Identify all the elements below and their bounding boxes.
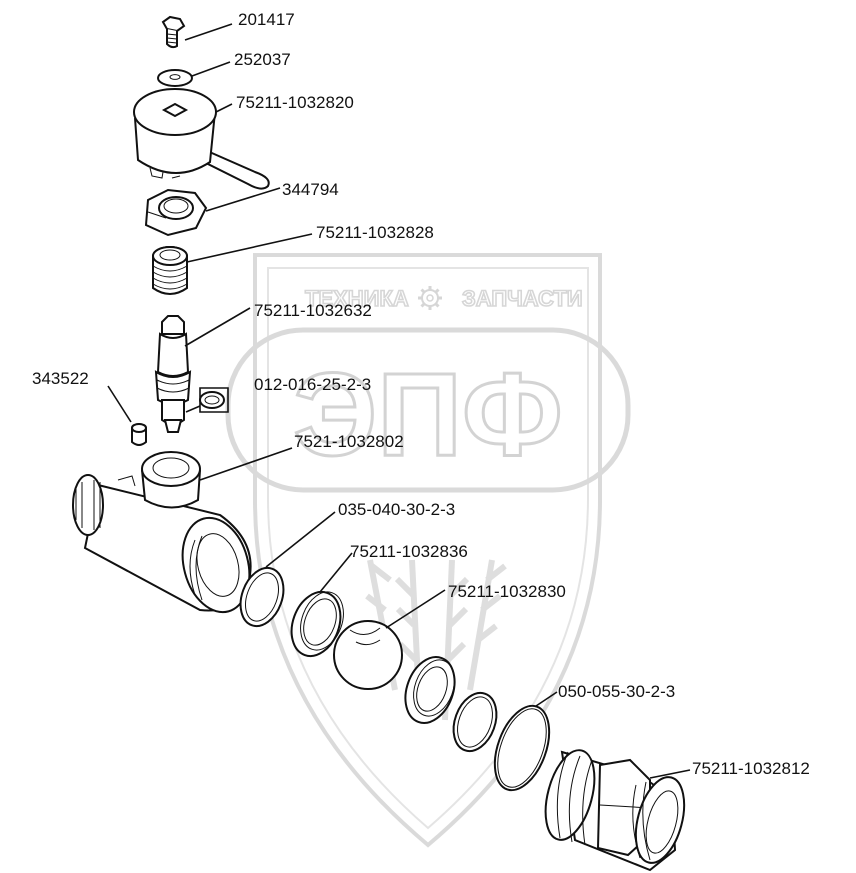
watermark-brand-left: ТЕХНИКА <box>305 286 409 311</box>
label-050-055-30-2-3: 050-055-30-2-3 <box>558 682 675 701</box>
label-343522: 343522 <box>32 369 89 388</box>
watermark: ТЕХНИКА ЗАПЧАСТИ ЭПФ <box>225 253 631 848</box>
oring-012-016-25-2-3 <box>185 387 229 413</box>
part-labels: 201417 252037 75211-1032820 344794 75211… <box>32 10 810 778</box>
handle-75211-1032820 <box>133 88 270 190</box>
label-75211-1032812: 75211-1032812 <box>692 759 810 778</box>
ball-75211-1032830 <box>333 589 446 690</box>
label-75211-1032830: 75211-1032830 <box>448 582 566 601</box>
washer-252037 <box>157 61 231 87</box>
oring-050-055-30-2-3 <box>493 691 558 792</box>
watermark-brand-right: ЗАПЧАСТИ <box>462 286 583 311</box>
seat-ring-2 <box>404 656 456 724</box>
label-012-016-25-2-3: 012-016-25-2-3 <box>254 375 371 394</box>
watermark-logo: ЭПФ <box>293 349 562 481</box>
oring-2 <box>452 691 498 753</box>
label-75211-1032632: 75211-1032632 <box>254 301 372 320</box>
pin-343522 <box>107 385 147 446</box>
label-75211-1032836: 75211-1032836 <box>350 542 468 561</box>
gear-icon <box>418 286 442 310</box>
label-7521-1032802: 7521-1032802 <box>294 432 404 451</box>
label-252037: 252037 <box>234 50 291 69</box>
nut-344794 <box>144 187 281 237</box>
stem-75211-1032632 <box>154 307 251 433</box>
label-75211-1032828: 75211-1032828 <box>316 223 434 242</box>
bolt-201417 <box>161 15 233 49</box>
gland-nut-75211-1032828 <box>152 233 313 295</box>
label-201417: 201417 <box>238 10 295 29</box>
oring-035-040-30-2-3 <box>239 511 336 628</box>
label-75211-1032820: 75211-1032820 <box>236 93 354 112</box>
label-035-040-30-2-3: 035-040-30-2-3 <box>338 500 455 519</box>
body-7521-1032802 <box>72 447 293 614</box>
label-344794: 344794 <box>282 180 339 199</box>
end-fitting-75211-1032812 <box>544 749 691 872</box>
seat-ring-75211-1032836 <box>290 552 353 657</box>
